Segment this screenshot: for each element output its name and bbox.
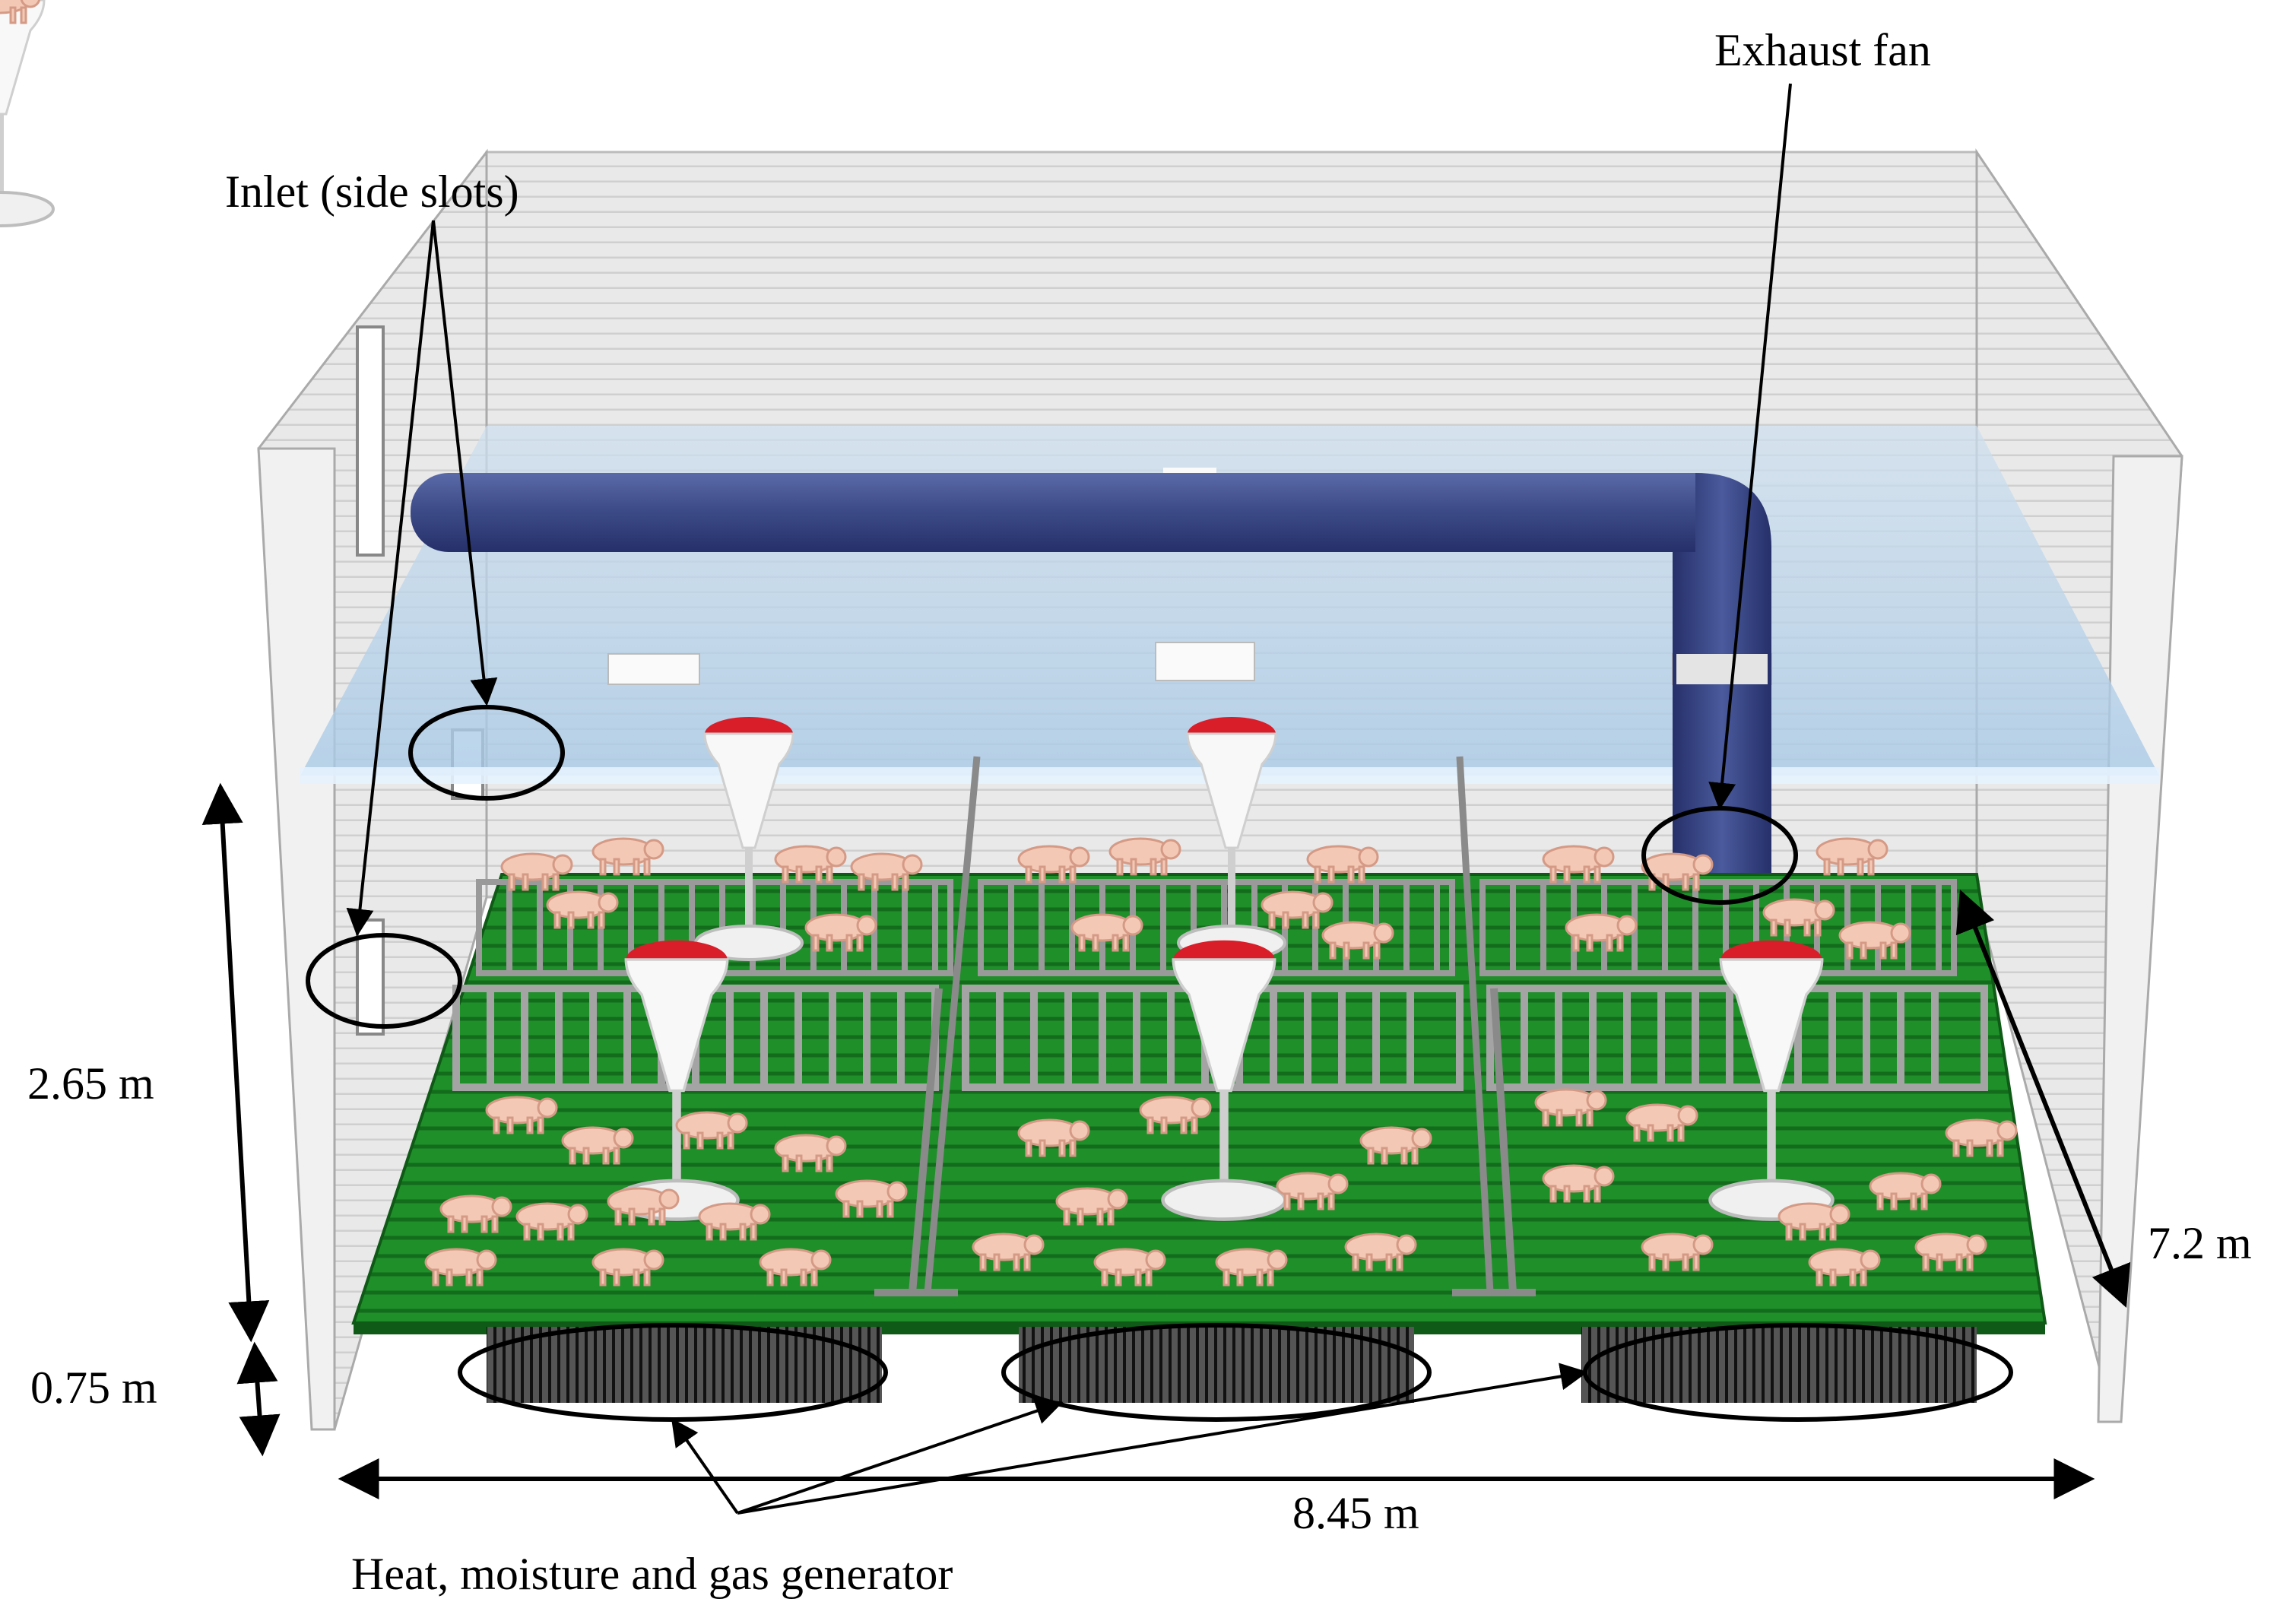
generator-leader-1 [671, 1418, 739, 1515]
inlet-slot-upper [356, 325, 385, 557]
pit-grate-2 [1019, 1327, 1414, 1403]
pit-grate-3 [1581, 1327, 1977, 1403]
pen-dividers [924, 756, 1494, 1293]
inlet-label: Inlet (side slots) [225, 167, 519, 217]
height-upper-dimension [201, 782, 270, 1343]
height-lower-dimension [236, 1341, 281, 1457]
left-wall-edge [257, 447, 336, 1431]
height-lower-label: 0.75 m [30, 1363, 157, 1413]
exhaust-fan-leader [1708, 83, 1792, 811]
inlet-leader-upper [432, 220, 498, 706]
generator-circle-2 [1001, 1323, 1432, 1422]
inlet-circle-lower [306, 933, 462, 1029]
width-label: 8.45 m [1292, 1488, 1419, 1538]
exhaust-duct-icon [411, 473, 1771, 897]
right-wall-edge [2097, 455, 2183, 1423]
generator-label: Heat, moisture and gas generator [351, 1549, 953, 1599]
depth-label: 7.2 m [2148, 1218, 2252, 1268]
depth-dimension [1955, 889, 2131, 1309]
pig-icon [0, 0, 2018, 1286]
exhaust-fan-label: Exhaust fan [1714, 25, 1931, 75]
height-upper-label: 2.65 m [27, 1058, 154, 1109]
inlet-leader-lower [346, 220, 435, 937]
inlet-circle-upper [408, 705, 565, 801]
generator-leader-2 [737, 1398, 1064, 1515]
